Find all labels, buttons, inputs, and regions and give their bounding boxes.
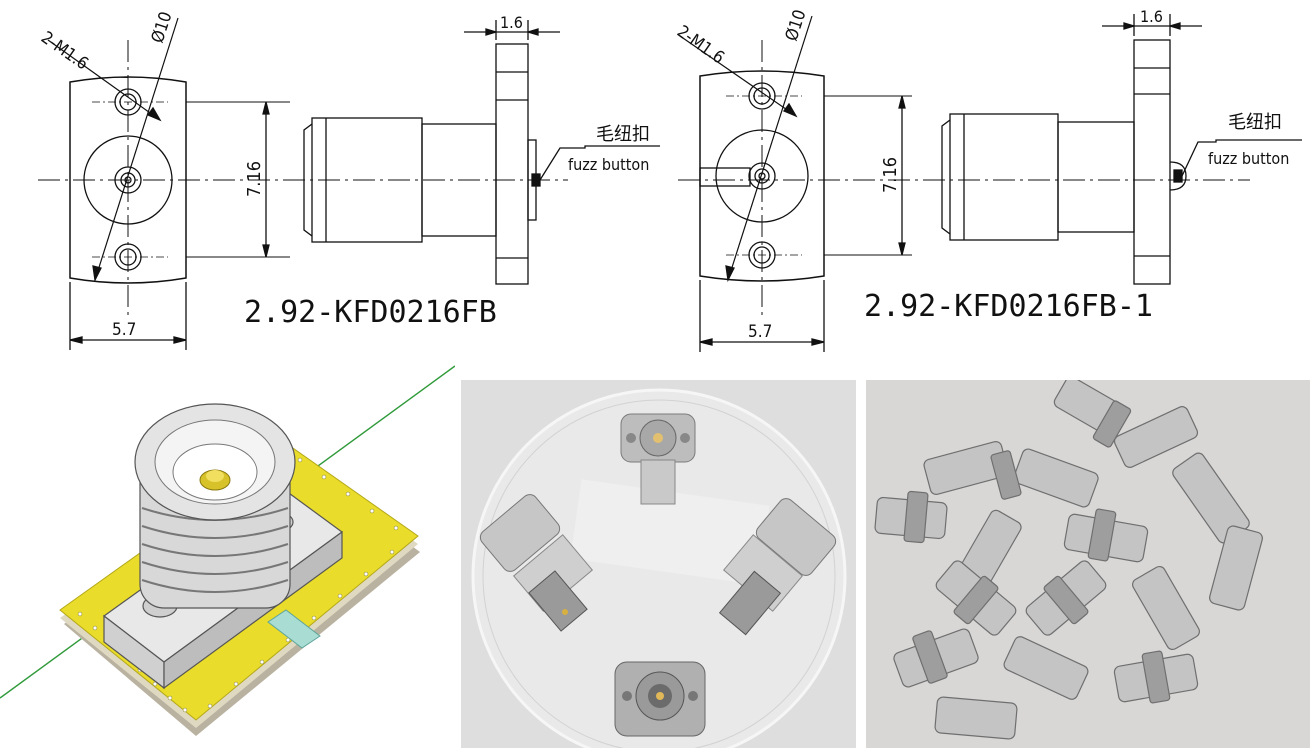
width-label: 5.7 <box>748 322 772 342</box>
holes-label: 2-M1.6 <box>37 28 92 75</box>
callout-en: fuzz button <box>568 155 649 174</box>
drawing-left: 2-M1.6 Ø10 1.6 7.16 5.7 毛纽扣 fuzz button … <box>37 9 660 350</box>
photo-connector-pile <box>866 380 1310 748</box>
callout-cn: 毛纽扣 <box>1228 112 1282 133</box>
render-3d-connector-on-pcb <box>0 362 455 751</box>
height-label: 7.16 <box>244 161 265 197</box>
drawing-right: 2-M1.6 Ø10 1.6 7.16 5.7 毛纽扣 fuzz button … <box>673 7 1302 352</box>
callout-en: fuzz button <box>1208 149 1289 168</box>
flange-front-outline <box>699 70 825 282</box>
connector-right <box>718 498 837 636</box>
thickness-label: 1.6 <box>500 13 523 32</box>
fuzz-button-leader <box>1181 139 1302 177</box>
diameter-leader <box>727 15 813 281</box>
side-view-nut <box>949 113 1059 241</box>
connector-left <box>479 494 594 632</box>
flange-front-outline <box>69 76 187 284</box>
width-label: 5.7 <box>112 320 136 340</box>
thickness-label: 1.6 <box>1140 7 1163 26</box>
mount-hole-top <box>748 82 776 110</box>
holes-leader <box>47 39 161 121</box>
body-circle <box>715 129 809 223</box>
connector-top <box>620 413 696 505</box>
fuzz-button-leader <box>539 145 660 181</box>
diameter-label: Ø10 <box>148 9 177 45</box>
part-number: 2.92-KFD0216FB <box>244 295 497 330</box>
fuzz-button-slot <box>699 167 751 187</box>
connector-bottom <box>614 661 706 737</box>
diameter-leader <box>94 17 179 281</box>
holes-leader <box>679 35 797 117</box>
part-number: 2.92-KFD0216FB-1 <box>864 289 1153 324</box>
mount-hole-bottom <box>748 241 776 269</box>
side-view-flange <box>495 43 529 285</box>
height-label: 7.16 <box>880 157 901 193</box>
photo-four-connectors <box>461 380 856 748</box>
body-circle <box>83 135 173 225</box>
side-view-flange <box>1133 39 1171 285</box>
mount-hole-bottom <box>114 243 142 271</box>
callout-cn: 毛纽扣 <box>596 124 650 145</box>
diameter-label: Ø10 <box>782 7 811 43</box>
mount-hole-top <box>114 88 142 116</box>
holes-label: 2-M1.6 <box>673 22 728 69</box>
